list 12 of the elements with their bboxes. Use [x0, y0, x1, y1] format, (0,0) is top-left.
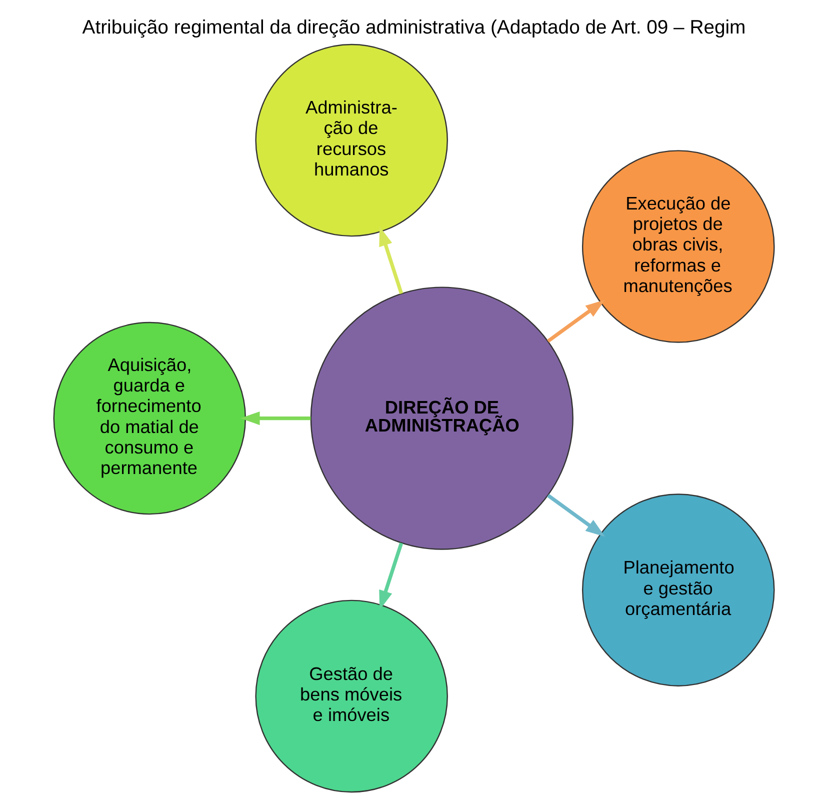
node-circle: DIREÇÃO DE ADMINISTRAÇÃO: [310, 286, 573, 550]
node-circle: Gestão de bens móveis e imóveis: [254, 600, 448, 793]
arrow: [378, 226, 403, 294]
arrow: [240, 411, 310, 426]
arrow: [378, 542, 403, 610]
diagram-title: Atribuição regimental da direção administrativa (Adaptado de Art. 09 – Regim: [82, 16, 746, 38]
node-circle: Planejamento e gestão orçamentária: [581, 494, 774, 686]
arrow: [546, 300, 605, 343]
node-circle: Aquisição, guarda e fornecimento do matial de consumo e permanente: [52, 322, 246, 515]
node-circle: Administra-ção de recursos humanos: [254, 44, 448, 237]
node-circle: Execução de projetos de obras civis, reformas e manutenções: [581, 150, 774, 343]
arrow: [546, 494, 605, 537]
